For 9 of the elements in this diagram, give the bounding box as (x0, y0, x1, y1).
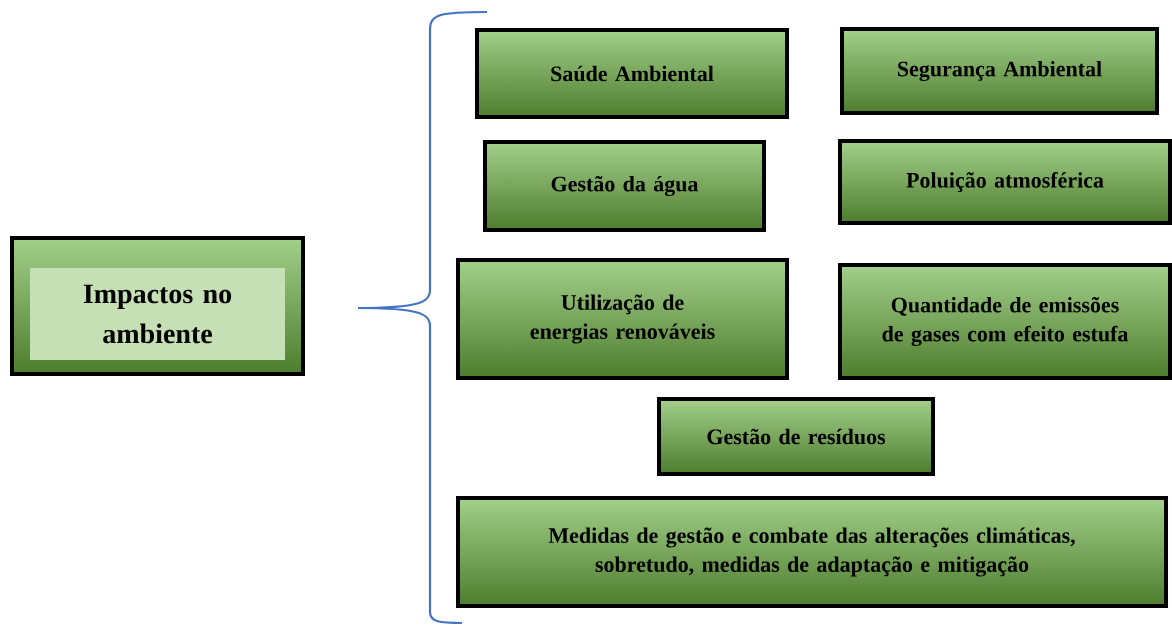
impact-box: Gestão da água (483, 140, 766, 232)
topic-box: Impactos no ambiente (10, 236, 305, 376)
impact-box: Segurança Ambiental (840, 27, 1159, 115)
impact-box: Saúde Ambiental (475, 28, 789, 119)
impact-box: Utilização de energias renováveis (456, 258, 789, 380)
impact-box: Medidas de gestão e combate das alterações climáticas, sobretudo, medidas de adaptação e mitigação (456, 496, 1168, 608)
impact-box: Poluição atmosférica (838, 139, 1172, 225)
impact-box: Quantidade de emissões de gases com efeito estufa (838, 263, 1172, 380)
impact-box: Gestão de resíduos (657, 397, 935, 476)
